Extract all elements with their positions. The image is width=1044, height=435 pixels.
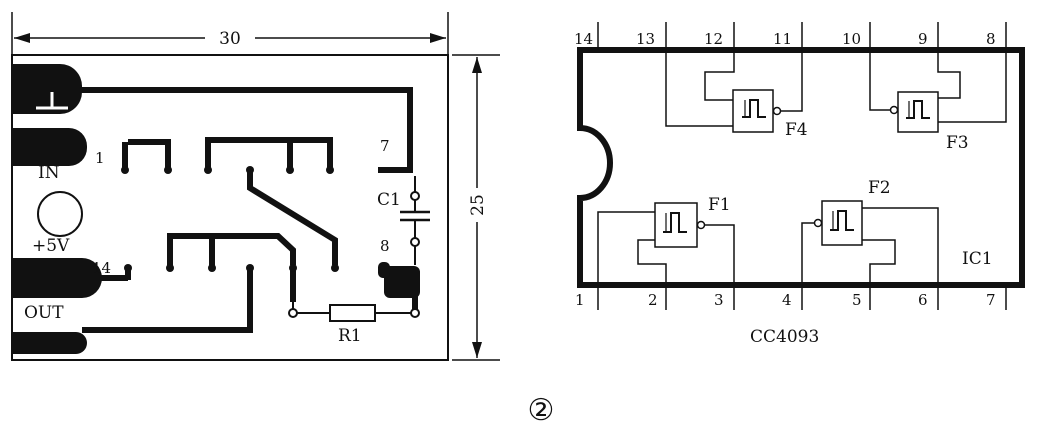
top-pin-14: 14	[574, 30, 593, 48]
top-pin-12: 12	[704, 30, 723, 48]
height-dimension-label: 25	[468, 194, 488, 216]
pcb-board-outline	[11, 54, 449, 361]
bottom-pin-5: 5	[852, 291, 862, 309]
capacitor-c1	[400, 176, 430, 265]
diagonal-trace	[247, 170, 338, 265]
label-part-number: CC4093	[750, 327, 819, 347]
ic-bottom-traces	[82, 233, 296, 333]
ic-bottom-pin-numbers: 1 2 3 4 5 6 7	[575, 291, 996, 309]
ic-body	[577, 47, 1025, 288]
bottom-pin-6: 6	[918, 291, 928, 309]
label-supply: +5V	[32, 236, 70, 256]
ic-pinout: 14 13 12 11 10 9 8 1 2 3 4 5 6 7	[574, 22, 1025, 347]
gate-f1	[597, 202, 735, 285]
figure-number: ②	[528, 393, 555, 428]
top-pin-8: 8	[986, 30, 996, 48]
resistor-r1	[288, 302, 420, 322]
bottom-pin-4: 4	[782, 291, 792, 309]
label-f4: F4	[785, 120, 808, 140]
label-pin8: 8	[380, 237, 390, 255]
label-ic1: IC1	[962, 249, 993, 269]
width-dimension: 30	[11, 12, 449, 55]
pin8-pad	[384, 266, 420, 298]
gate-f3	[869, 50, 1007, 133]
bottom-pin-2: 2	[648, 291, 658, 309]
label-c1: C1	[377, 190, 401, 210]
ic-top-pin-lines	[597, 22, 1007, 50]
label-pin1: 1	[95, 149, 105, 167]
top-pin-11: 11	[773, 30, 792, 48]
label-f1: F1	[708, 195, 731, 215]
top-pin-9: 9	[918, 30, 928, 48]
pcb-layout: 30 25	[11, 12, 500, 361]
height-dimension: 25	[452, 54, 500, 361]
label-f3: F3	[946, 133, 969, 153]
ic-bottom-pin-lines	[597, 285, 1007, 310]
ground-symbol-icon	[36, 92, 68, 110]
bottom-pin-3: 3	[714, 291, 724, 309]
ic-top-traces	[122, 137, 333, 168]
top-pin-13: 13	[636, 30, 655, 48]
label-out: OUT	[24, 303, 64, 323]
ic-top-pin-numbers: 14 13 12 11 10 9 8	[574, 30, 996, 48]
top-pin-10: 10	[842, 30, 861, 48]
ground-trace	[80, 87, 413, 173]
label-f2: F2	[868, 178, 891, 198]
label-r1: R1	[338, 326, 362, 346]
mounting-hole	[37, 191, 83, 237]
label-in: IN	[38, 163, 60, 183]
width-dimension-label: 30	[219, 29, 241, 49]
bottom-pin-7: 7	[986, 291, 996, 309]
label-pin14: 14	[92, 259, 111, 277]
ic-top-pads	[121, 166, 334, 174]
gate-f4	[665, 50, 803, 133]
label-pin7: 7	[380, 137, 390, 155]
gate-f2	[801, 200, 939, 285]
bottom-pin-1: 1	[575, 291, 585, 309]
ic-bottom-pads	[124, 264, 339, 272]
